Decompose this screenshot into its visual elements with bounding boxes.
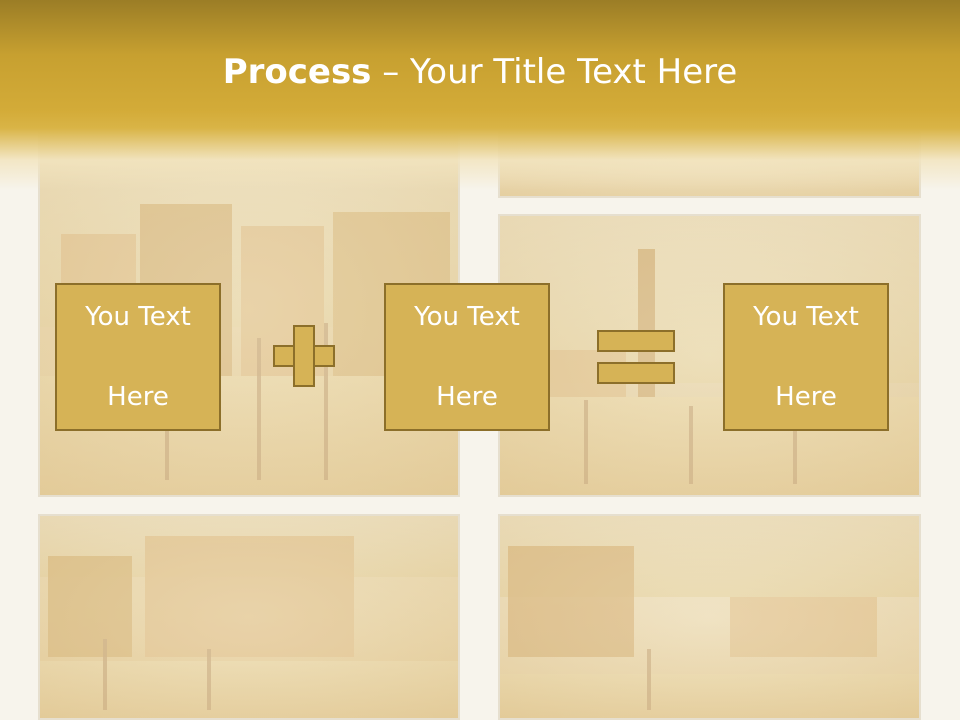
box-3-line-2: Here xyxy=(775,382,837,412)
slide-title: Process – Your Title Text Here xyxy=(0,52,960,92)
box-2-line-1: You Text xyxy=(414,302,520,332)
title-text: – Your Title Text Here xyxy=(371,52,738,92)
photo-venice-grand-canal xyxy=(38,514,460,720)
box-3-line-1: You Text xyxy=(753,302,859,332)
box-2-line-2: Here xyxy=(436,382,498,412)
title-banner xyxy=(0,0,960,190)
box-1-line-1: You Text xyxy=(85,302,191,332)
plus-icon xyxy=(273,325,335,387)
photo-venice-rialto xyxy=(498,514,921,720)
equals-icon xyxy=(597,330,675,384)
title-bold: Process xyxy=(222,52,372,92)
box-1-line-2: Here xyxy=(107,382,169,412)
